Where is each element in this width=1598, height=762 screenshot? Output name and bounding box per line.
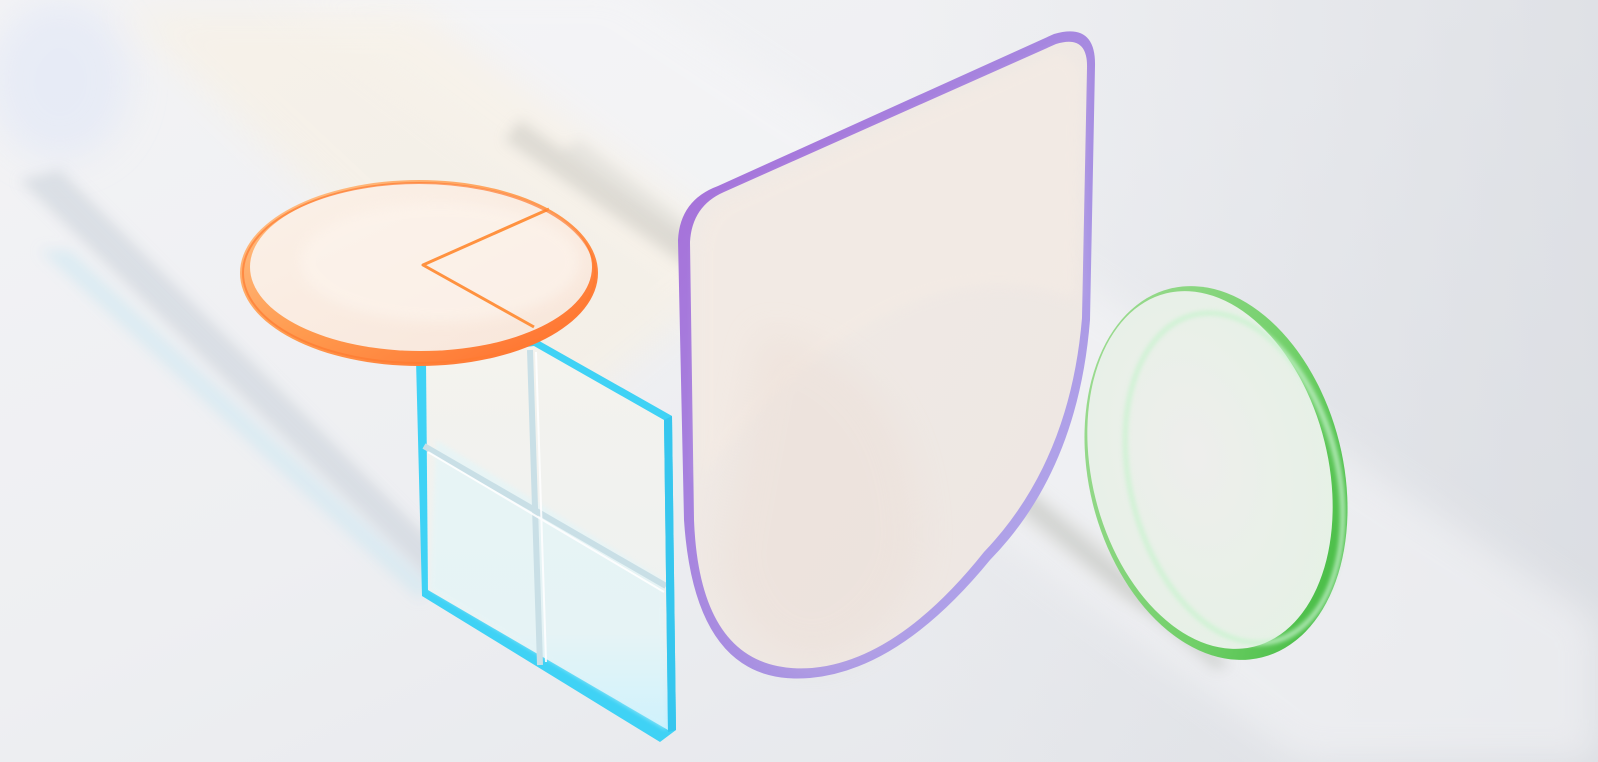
pie-chart-disc xyxy=(240,180,598,366)
